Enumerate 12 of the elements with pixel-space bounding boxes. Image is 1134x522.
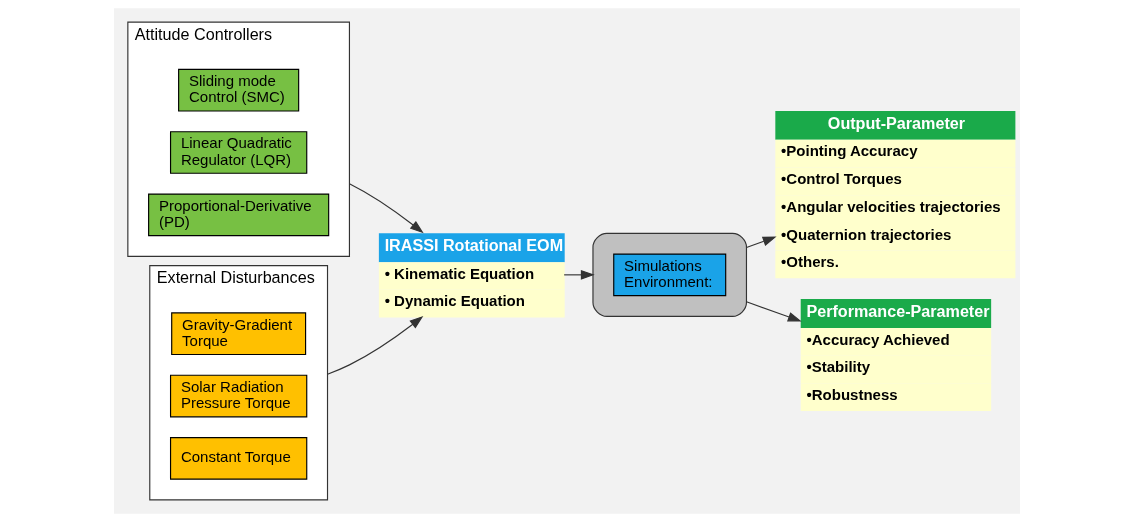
arrow — [745, 236, 777, 249]
arrow — [348, 183, 424, 234]
cluster — [592, 232, 748, 317]
arrow — [745, 301, 802, 322]
node-box: Sliding mode Control (SMC) — [178, 68, 300, 112]
arrow — [326, 316, 424, 375]
node-box: Proportional-Derivative (PD) — [148, 193, 330, 237]
node-box: Solar Radiation Pressure Torque — [169, 374, 308, 418]
node-box: Gravity-Gradient Torque — [171, 312, 307, 356]
node-box: Constant Torque — [169, 437, 308, 480]
node-box: Linear Quadratic Regulator (LQR) — [169, 131, 308, 174]
node-box: Simulations Environment: — [613, 253, 727, 297]
